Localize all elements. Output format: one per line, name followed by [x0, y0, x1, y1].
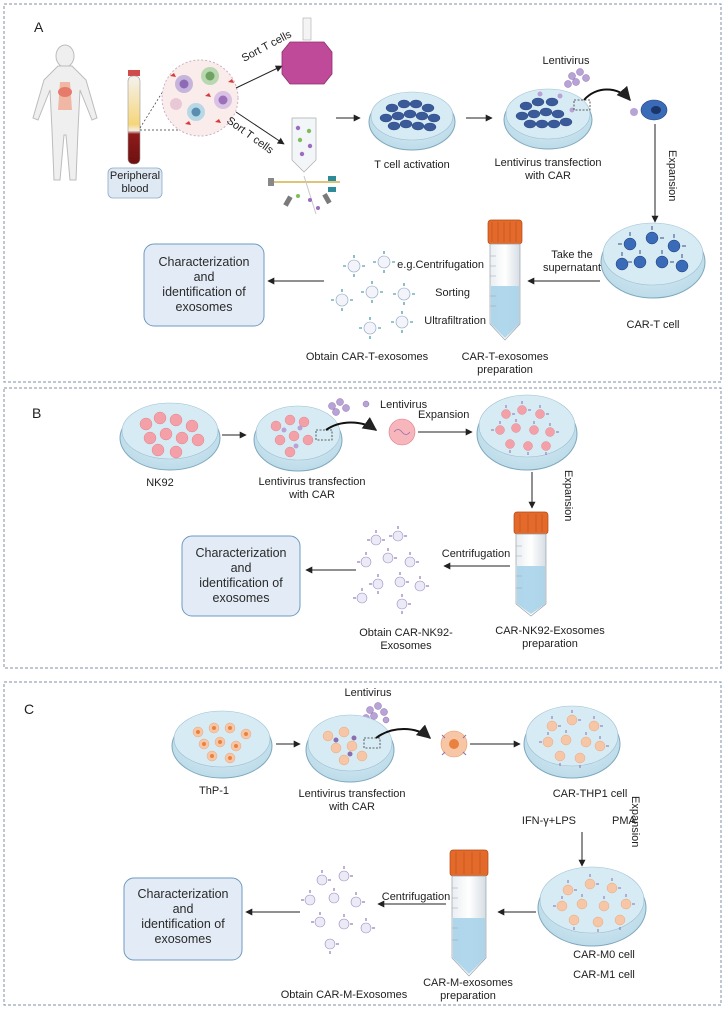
falcon-tube-a: [487, 219, 523, 341]
centrifugation-label-c: Centrifugation: [382, 891, 451, 903]
magnetic-column-icon: [281, 17, 333, 85]
centrifugation-label-b: Centrifugation: [442, 548, 511, 560]
falcon-tube-b: [513, 511, 549, 617]
car-m0-label: CAR-M0 cell: [573, 949, 635, 961]
centrifugation-label-a: e.g.Centrifugation: [397, 259, 484, 271]
expansion-side-label-b: Expansion: [562, 470, 574, 521]
obtain-label-a: Obtain CAR-T-exosomes: [306, 351, 429, 363]
arrow-to-magnetic: [235, 65, 283, 89]
facs-sorter-icon: [268, 117, 340, 215]
single-car-t-cell-icon: [630, 99, 668, 121]
ifn-lps-label: IFN-γ+LPS: [522, 815, 576, 827]
car-m-dish: [537, 866, 647, 947]
obtain-label-c: Obtain CAR-M-Exosomes: [281, 989, 408, 1001]
expansion-label-c: Expansion: [629, 796, 641, 847]
car-m1-label: CAR-M1 cell: [573, 969, 635, 981]
exosomes-cluster-b: [353, 526, 429, 614]
curved-arrow-zoom-a: [583, 85, 631, 102]
t-cell-activation-label: T cell activation: [374, 159, 450, 171]
characterization-box-c: [123, 877, 243, 961]
zoom-line-top: [139, 71, 176, 129]
panel-c-label: C: [24, 701, 34, 717]
blood-cells-circle: [161, 59, 239, 137]
panel-a-border: [3, 3, 722, 383]
lentivirus-label-b: Lentivirus: [380, 399, 428, 411]
expansion-label-a: Expansion: [666, 150, 678, 201]
t-cell-activation-dish: [368, 91, 456, 151]
car-t-cell-label: CAR-T cell: [627, 319, 680, 331]
lentivirus-icon-a: [564, 68, 590, 88]
panel-a-label: A: [34, 19, 44, 35]
single-car-thp1-cell-icon: [440, 730, 468, 758]
lentivirus-icon-b: [328, 398, 370, 416]
panel-b-border: [3, 387, 722, 669]
thp1-dish: [171, 710, 273, 779]
arrow-to-facs: [235, 111, 285, 145]
blood-tube-icon: [127, 70, 141, 165]
falcon-tube-c: [449, 849, 489, 977]
pma-label: PMA: [612, 815, 637, 827]
single-car-nk-cell-icon: [388, 418, 416, 446]
car-thp1-label: CAR-THP1 cell: [553, 788, 628, 800]
curved-arrow-zoom-c: [375, 724, 432, 739]
lentivirus-label-c: Lentivirus: [344, 687, 392, 699]
exosomes-cluster-c: [301, 866, 375, 954]
ultrafiltration-label-a: Ultrafiltration: [424, 315, 486, 327]
car-nk-dish: [476, 394, 578, 471]
nk92-dish: [119, 402, 221, 471]
obtain-label-b: Obtain CAR-NK92-Exosomes: [359, 627, 453, 652]
characterization-box-b: [181, 535, 301, 617]
peripheral-blood-badge: [107, 167, 163, 199]
human-body-icon: [32, 44, 98, 181]
nk92-label: NK92: [146, 477, 174, 489]
characterization-box-a: [143, 243, 265, 327]
transfection-dish-a: [503, 88, 593, 150]
sorting-label-a: Sorting: [435, 287, 470, 299]
curved-arrow-zoom-b: [325, 416, 378, 431]
panel-b-label: B: [32, 405, 41, 421]
expansion-top-label-b: Expansion: [418, 409, 469, 421]
transfection-dish-c: [305, 714, 395, 783]
car-t-cell-dish: [600, 222, 706, 299]
car-thp1-dish: [523, 705, 621, 779]
thp1-label: ThP-1: [199, 785, 229, 797]
lentivirus-label-a: Lentivirus: [542, 55, 590, 67]
transfection-dish-b: [253, 405, 343, 472]
exosomes-cluster-a: [331, 251, 415, 339]
